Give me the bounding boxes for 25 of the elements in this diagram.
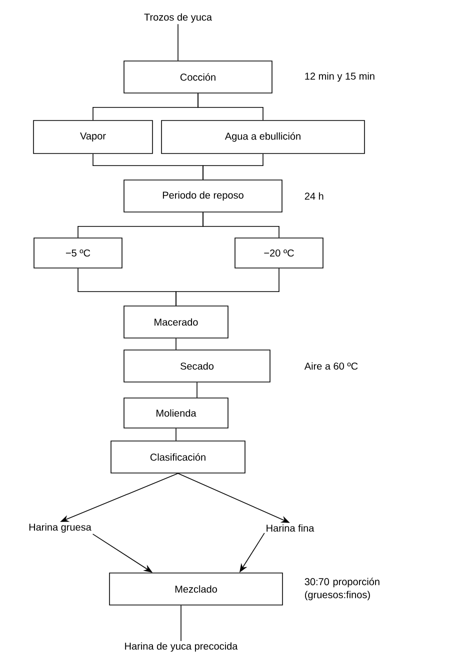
process-box: Agua a ebullición [161, 120, 365, 154]
process-box: −5 ºC [34, 238, 122, 268]
process-box: Periodo de reposo [124, 180, 282, 212]
flow-label: Harina fina [266, 524, 314, 532]
process-box: −20 ºC [234, 238, 324, 268]
flow-label: Trozos de yuca [144, 13, 212, 23]
side-note: 12 min y 15 min [305, 72, 374, 82]
connector [176, 268, 280, 306]
process-box: Vapor [33, 120, 153, 154]
connector [198, 93, 264, 120]
process-box: Secado [124, 350, 270, 382]
connector [180, 605, 182, 642]
process-box: Molienda [124, 398, 228, 428]
connector [202, 212, 280, 238]
flow-label: Harina de yuca precocida [125, 642, 238, 652]
connector [202, 154, 264, 180]
process-box: Mezclado [109, 572, 283, 606]
side-note: 30:70 proporción (gruesos:finos) [304, 578, 380, 600]
process-box: Clasificación [110, 440, 246, 474]
flow-label: Harina gruesa [29, 523, 92, 533]
side-note: 24 h [304, 192, 324, 200]
process-box: Cocción [124, 60, 272, 94]
connector [196, 382, 198, 398]
process-box: Macerado [124, 306, 228, 338]
side-note: Aire a 60 ºC [304, 362, 358, 370]
